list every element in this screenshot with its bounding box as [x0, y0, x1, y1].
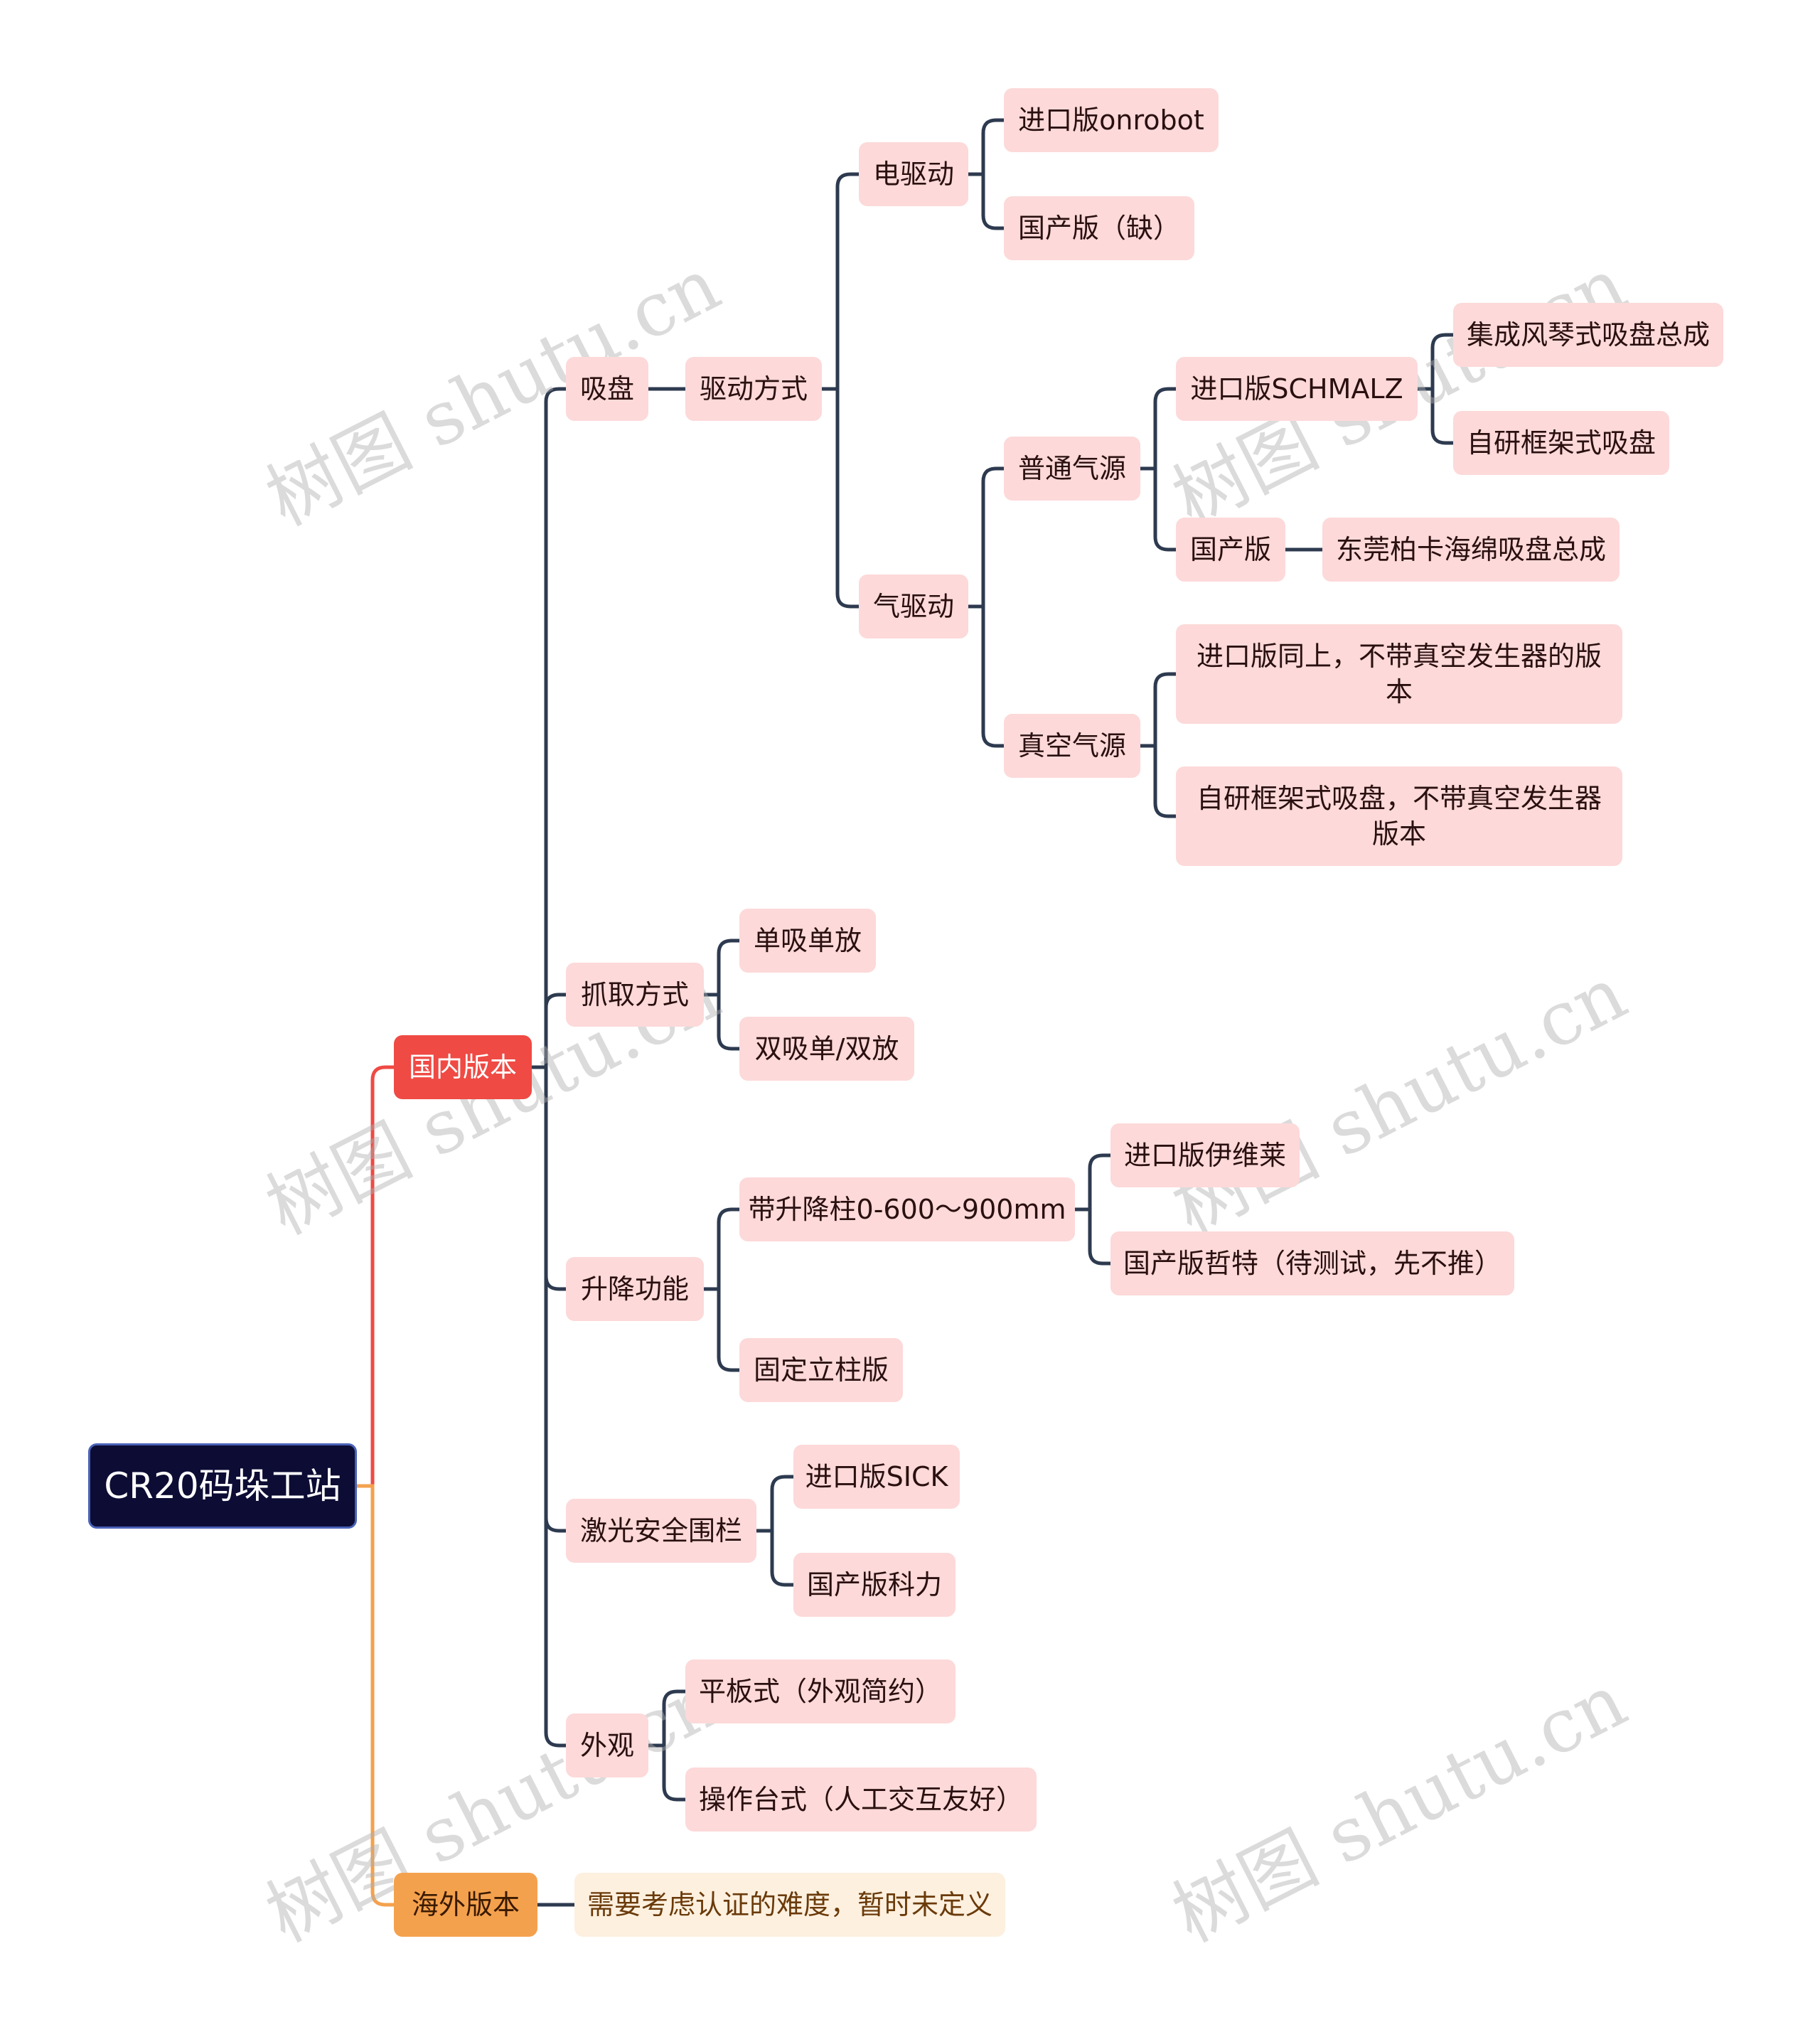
connector-line	[355, 1484, 396, 1907]
node-vacuum-imported[interactable]: 进口版同上，不带真空发生器的版本	[1176, 624, 1622, 724]
connector-line	[1138, 387, 1178, 471]
connector-line	[530, 387, 568, 1069]
node-vacuum-frame-cup[interactable]: 自研框架式吸盘，不带真空发生器版本	[1176, 766, 1622, 866]
connector-line	[702, 1207, 742, 1291]
connector-line	[530, 993, 568, 1069]
node-appearance[interactable]: 外观	[566, 1713, 648, 1777]
connector-line	[530, 1065, 568, 1291]
connector-line	[1415, 333, 1455, 391]
root-node[interactable]: CR20码垛工站	[88, 1443, 357, 1529]
node-drive-method[interactable]: 驱动方式	[685, 357, 822, 421]
connector-line	[646, 1743, 687, 1802]
node-frame-suction-cup[interactable]: 自研框架式吸盘	[1453, 411, 1669, 475]
node-laser-imported[interactable]: 进口版SICK	[793, 1445, 960, 1509]
connector-line	[966, 118, 1006, 176]
connector-line	[1138, 744, 1178, 818]
connector-line	[1138, 672, 1178, 748]
node-fixed-column[interactable]: 固定立柱版	[739, 1338, 903, 1402]
connector-line	[966, 604, 1006, 748]
node-normal-air-domestic[interactable]: 国产版	[1176, 518, 1285, 582]
node-overseas-note[interactable]: 需要考虑认证的难度，暂时未定义	[574, 1873, 1005, 1937]
node-vacuum-air[interactable]: 真空气源	[1004, 714, 1140, 778]
connector-line	[1073, 1207, 1113, 1266]
connector-line	[966, 172, 1006, 230]
node-organ-suction-assembly[interactable]: 集成风琴式吸盘总成	[1453, 303, 1723, 367]
node-pneumatic-drive[interactable]: 气驱动	[859, 574, 968, 638]
node-lift-imported[interactable]: 进口版伊维莱	[1110, 1123, 1300, 1187]
node-double-suction[interactable]: 双吸单/双放	[739, 1017, 914, 1081]
node-normal-air[interactable]: 普通气源	[1004, 437, 1140, 501]
node-suction-cup[interactable]: 吸盘	[566, 357, 648, 421]
node-console-style[interactable]: 操作台式（人工交互友好）	[685, 1768, 1037, 1832]
connector-line	[966, 466, 1006, 609]
node-lift-column[interactable]: 带升降柱0-600～900mm	[739, 1177, 1075, 1241]
node-electric-domestic[interactable]: 国产版（缺）	[1004, 196, 1194, 260]
node-schmalz-imported[interactable]: 进口版SCHMALZ	[1176, 357, 1418, 421]
node-flat-style[interactable]: 平板式（外观简约）	[685, 1659, 956, 1723]
node-lift-function[interactable]: 升降功能	[566, 1257, 704, 1321]
connector-line	[754, 1475, 796, 1533]
connector-line	[820, 172, 861, 391]
connector-line	[646, 1689, 687, 1748]
connector-line	[754, 1529, 796, 1587]
connector-line	[702, 939, 742, 997]
node-dongguan-sponge-assembly[interactable]: 东莞柏卡海绵吸盘总成	[1322, 518, 1620, 582]
node-laser-domestic[interactable]: 国产版科力	[793, 1553, 956, 1617]
node-lift-domestic[interactable]: 国产版哲特（待测试，先不推）	[1110, 1231, 1514, 1295]
connector-line	[702, 993, 742, 1051]
connector-line	[820, 387, 861, 609]
node-laser-fence[interactable]: 激光安全围栏	[566, 1499, 756, 1563]
connector-line	[530, 1065, 568, 1533]
connector-line	[1415, 387, 1455, 445]
node-overseas-version[interactable]: 海外版本	[394, 1873, 537, 1937]
connector-line	[1138, 466, 1178, 552]
connector-line	[530, 1065, 568, 1748]
connector-line	[702, 1287, 742, 1372]
connector-line	[1073, 1153, 1113, 1212]
node-electric-imported[interactable]: 进口版onrobot	[1004, 88, 1219, 152]
connector-line	[355, 1065, 396, 1488]
node-single-suction-single-place[interactable]: 单吸单放	[739, 909, 876, 973]
node-grab-method[interactable]: 抓取方式	[566, 963, 704, 1027]
node-electric-drive[interactable]: 电驱动	[859, 142, 968, 206]
node-domestic-version[interactable]: 国内版本	[394, 1035, 532, 1099]
